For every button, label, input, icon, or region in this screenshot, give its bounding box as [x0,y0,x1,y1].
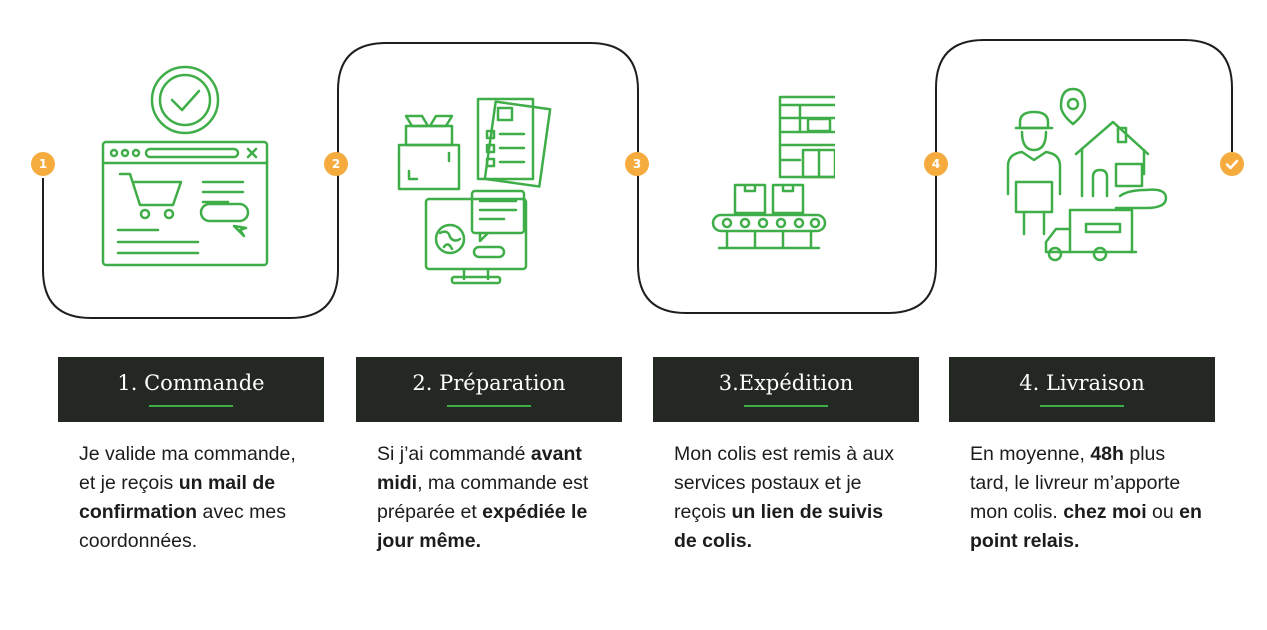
flow-connector-line [42,39,1233,319]
step-4-title: 4. Livraison [1019,371,1145,395]
step-3-title-underline [744,405,828,407]
step-4-icon-wrap [998,84,1173,273]
step-3-icon-wrap [705,90,860,264]
description-bold-segment: un mail de confirmation [79,472,276,523]
step-2-title-underline [447,405,531,407]
final-badge [1220,152,1244,176]
step-4-title-underline [1040,405,1124,407]
step-3-badge: 3 [625,152,649,176]
delivery-man-house-truck-icon [1006,87,1168,262]
checkmark-icon [1225,159,1239,170]
description-bold-segment: en point relais. [970,501,1202,552]
warehouse-conveyor-icon [711,95,860,250]
step-1-header: 1. Commande [58,357,324,422]
description-segment: Mon colis est remis à aux services posta… [674,443,894,523]
step-2-icon-wrap [392,93,552,292]
description-bold-segment: chez moi [1063,501,1147,523]
step-1-badge: 1 [31,152,55,176]
step-1-title-underline [149,405,233,407]
description-bold-segment: avant midi [377,443,582,494]
step-2-badge: 2 [324,152,348,176]
description-bold-segment: expédiée le jour même. [377,501,588,552]
step-3-description: Mon colis est remis à aux services posta… [674,440,904,556]
step-1-icon-wrap [98,62,273,276]
step-4-badge: 4 [924,152,948,176]
description-segment: , ma commande est préparée et [377,472,589,523]
package-documents-monitor-icon [397,97,552,285]
description-segment: En moyenne, [970,443,1091,465]
step-3-title: 3.Expédition [718,371,854,395]
step-2-title: 2. Préparation [412,371,566,395]
step-1-description: Je valide ma commande, et je reçois un m… [79,440,304,556]
step-1-title: 1. Commande [117,371,265,395]
description-segment: avec mes coordonnées. [79,501,286,552]
description-segment: plus tard, le livreur m’apporte mon coli… [970,443,1181,523]
step-4-description: En moyenne, 48h plus tard, le livreur m’… [970,440,1202,556]
step-2-description: Si j’ai commandé avant midi, ma commande… [377,440,602,556]
description-bold-segment: 48h [1090,443,1124,465]
step-2-header: 2. Préparation [356,357,622,422]
description-segment: Je valide ma commande, et je reçois [79,443,296,494]
browser-cart-checkmark-icon [101,65,269,267]
step-3-header: 3.Expédition [653,357,919,422]
description-segment: Si j’ai commandé [377,443,531,465]
description-bold-segment: un lien de suivis de colis. [674,501,884,552]
step-4-header: 4. Livraison [949,357,1215,422]
description-segment: ou [1146,501,1180,523]
